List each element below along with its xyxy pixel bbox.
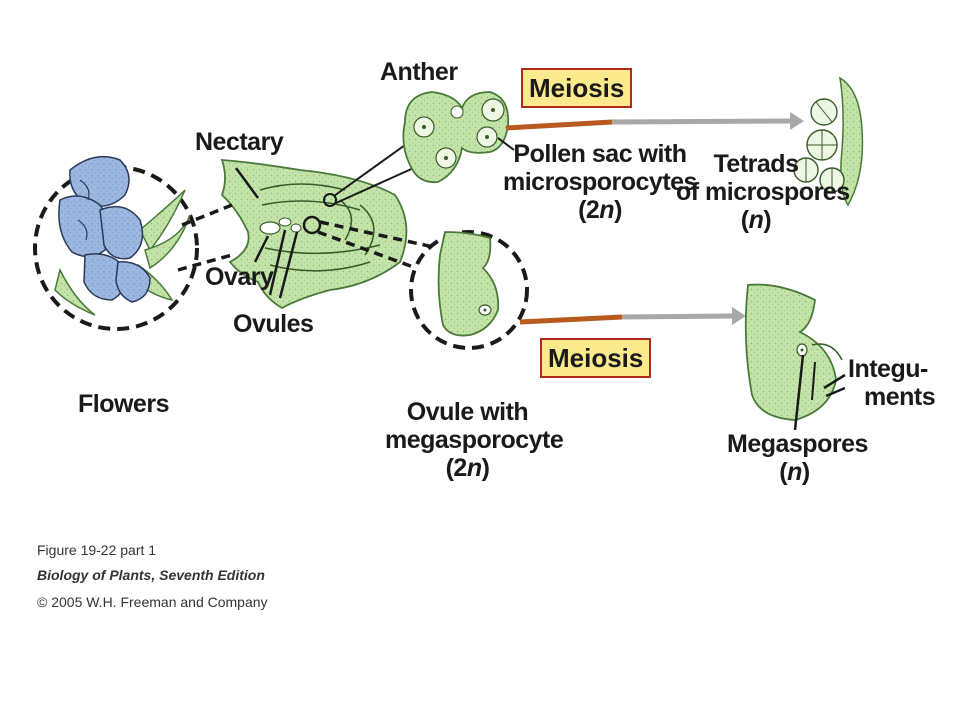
pollen-sac-line2: microsporocytes — [503, 168, 697, 196]
megaspores-line1: Megaspores — [727, 430, 868, 458]
tetrads-line2: of microspores — [676, 178, 850, 206]
figure-caption: Figure 19-22 part 1 — [37, 542, 157, 558]
ovule-line1: Ovule with — [406, 398, 529, 426]
book-caption: Biology of Plants, Seventh Edition — [37, 567, 265, 583]
copyright-caption: © 2005 W.H. Freeman and Company — [37, 594, 268, 610]
ovule-illustration — [409, 230, 529, 350]
megaspores-label: Megaspores (n) — [727, 430, 868, 486]
tetrads-line1: Tetrads — [713, 150, 799, 178]
ovule-line2: megasporocyte — [385, 426, 564, 454]
tetrads-ploidy: (n) — [740, 206, 772, 234]
zoom-connectors — [177, 139, 439, 277]
megaspores-ploidy: (n) — [779, 458, 810, 486]
label-leaders — [234, 167, 299, 299]
integuments-label: Integu- ments — [848, 355, 936, 411]
ovules-label: Ovules — [233, 310, 314, 338]
flowers-illustration — [33, 155, 199, 331]
anther-label: Anther — [380, 58, 458, 86]
tetrads-illustration — [793, 76, 864, 207]
meiosis-arrow-bottom — [519, 307, 746, 325]
ovule-ploidy: (2n) — [445, 454, 490, 482]
ovule-label: Ovule with megasporocyte (2n) — [385, 398, 564, 482]
meiosis-label-top: Meiosis — [521, 68, 633, 108]
pollen-sac-line1: Pollen sac with — [513, 140, 687, 168]
megaspores-illustration — [744, 283, 846, 431]
flowers-label: Flowers — [78, 390, 169, 418]
ovary-label: Ovary — [205, 263, 274, 291]
anther-illustration — [402, 91, 515, 184]
meiosis-arrow-top — [505, 112, 804, 131]
pollen-sac-label: Pollen sac with microsporocytes (2n) — [503, 140, 697, 224]
integuments-line2: ments — [864, 383, 936, 411]
nectary-label: Nectary — [195, 128, 284, 156]
pollen-sac-ploidy: (2n) — [578, 196, 622, 224]
integuments-line1: Integu- — [848, 355, 928, 383]
meiosis-label-bottom: Meiosis — [540, 338, 652, 378]
tetrads-label: Tetrads of microspores (n) — [676, 150, 850, 234]
